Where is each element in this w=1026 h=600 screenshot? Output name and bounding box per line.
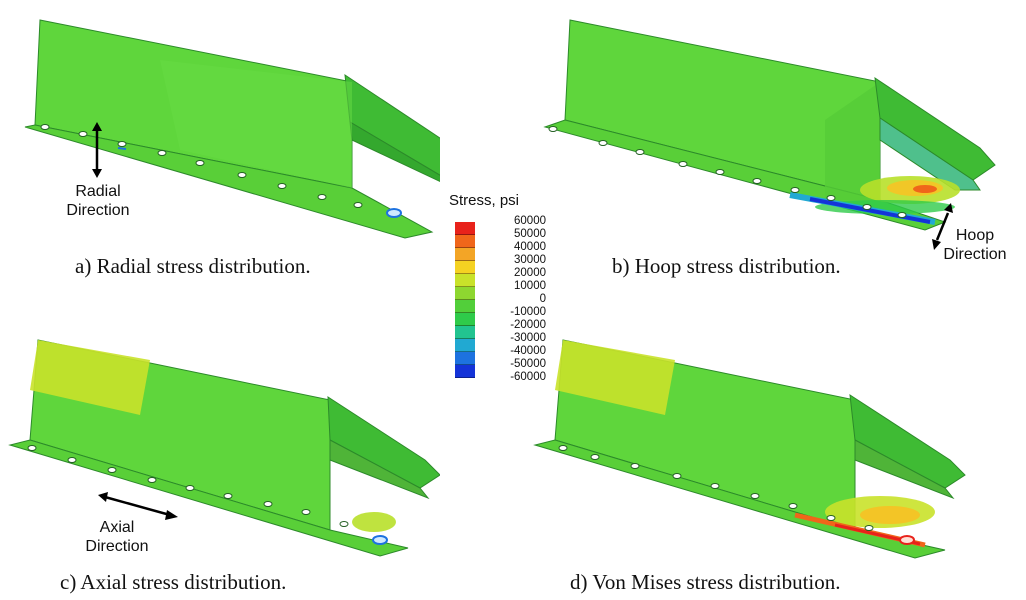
panel-radial: Radial Direction xyxy=(0,0,440,300)
legend-swatch xyxy=(455,287,475,300)
legend-swatch xyxy=(455,352,475,365)
legend-swatch xyxy=(455,326,475,339)
legend-tick-label: 50000 xyxy=(514,228,546,240)
legend-swatch xyxy=(455,313,475,326)
legend-swatch xyxy=(455,261,475,274)
legend-tick-label: 20000 xyxy=(514,267,546,279)
legend-swatch xyxy=(455,274,475,287)
legend-tick-label: 60000 xyxy=(514,215,546,227)
legend-tick-label: -50000 xyxy=(510,358,546,370)
caption-radial: a) Radial stress distribution. xyxy=(75,254,311,278)
legend-tick-label: -60000 xyxy=(510,371,546,383)
legend-swatch xyxy=(455,222,475,235)
legend-tick-label: -10000 xyxy=(510,306,546,318)
radial-direction-arrow xyxy=(92,122,102,178)
legend-tick-label: -20000 xyxy=(510,319,546,331)
legend-swatch xyxy=(455,365,475,378)
legend-colorbar xyxy=(455,222,475,378)
axial-direction-label: Axial Direction xyxy=(85,519,149,555)
legend-swatch xyxy=(455,248,475,261)
radial-direction-label: Radial Direction xyxy=(66,183,130,219)
panel-axial: Axial Direction xyxy=(0,300,440,560)
caption-axial: c) Axial stress distribution. xyxy=(60,570,287,594)
hoop-direction-arrow xyxy=(932,203,953,250)
axial-direction-arrow xyxy=(98,492,178,520)
axial-stress-model xyxy=(8,339,440,557)
legend-swatch xyxy=(455,235,475,248)
legend-tick-label: 40000 xyxy=(514,241,546,253)
caption-von-mises: d) Von Mises stress distribution. xyxy=(570,570,841,594)
von-mises-stress-model xyxy=(533,339,966,559)
radial-stress-model xyxy=(24,19,440,239)
panel-von-mises xyxy=(525,300,1025,560)
legend-title: Stress, psi xyxy=(449,192,520,209)
legend-tick-label: -40000 xyxy=(510,345,546,357)
legend-tick-label: 30000 xyxy=(514,254,546,266)
legend-swatch xyxy=(455,339,475,352)
legend-tick-label: -30000 xyxy=(510,332,546,344)
panel-hoop: Hoop Direction xyxy=(525,0,1025,300)
legend-tick-label: 0 xyxy=(539,293,546,305)
caption-hoop: b) Hoop stress distribution. xyxy=(612,254,841,278)
hoop-stress-model xyxy=(543,19,996,250)
legend-swatch xyxy=(455,300,475,313)
legend-tick-label: 10000 xyxy=(514,280,546,292)
hoop-direction-label: Hoop Direction xyxy=(943,227,1007,263)
